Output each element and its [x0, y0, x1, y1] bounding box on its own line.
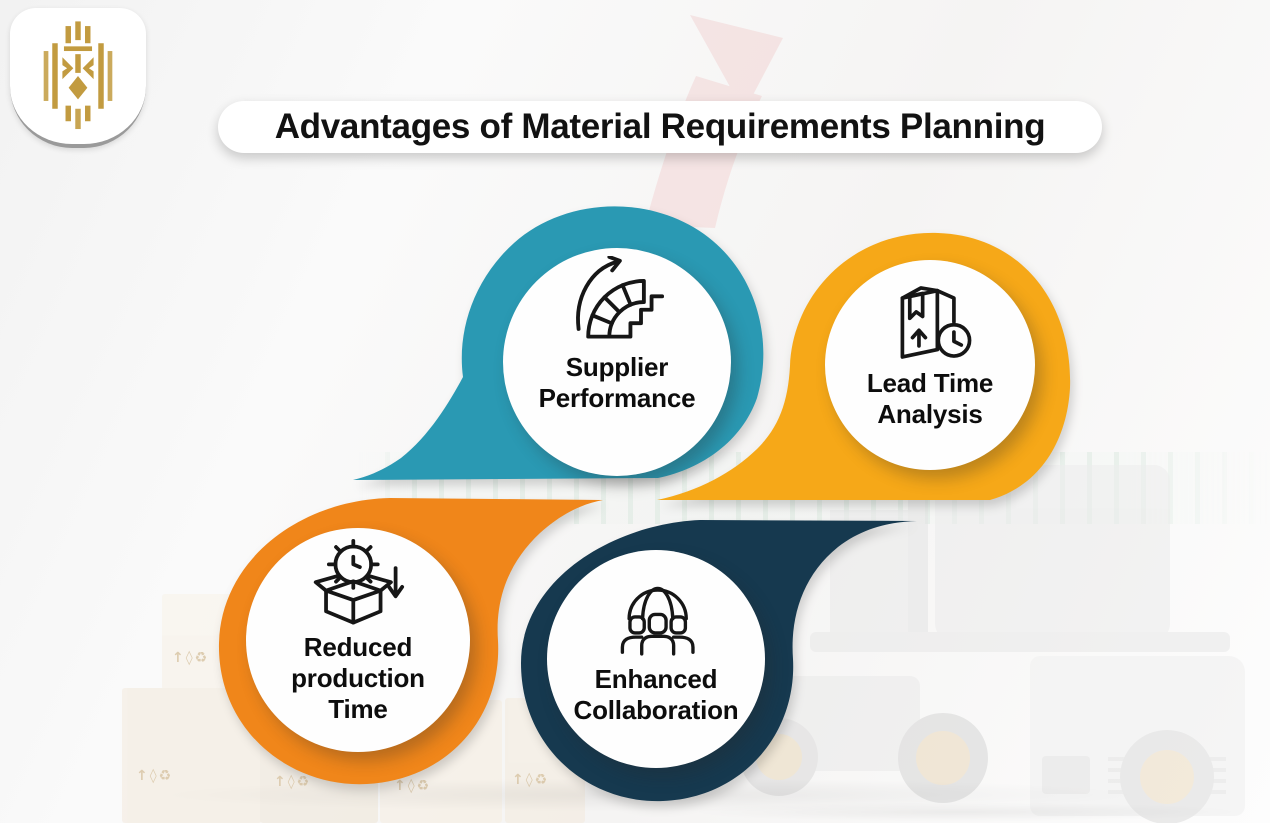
- package-clock-icon: [900, 286, 972, 360]
- shipping-marks: ↑◊♻: [136, 768, 174, 784]
- global-team-icon: [620, 587, 695, 656]
- enhanced-collaboration-label: Enhanced Collaboration: [573, 664, 739, 725]
- lead-time-analysis-label: Lead Time Analysis: [866, 368, 994, 429]
- shipping-marks: ↑◊♻: [274, 774, 311, 790]
- reduced-production-time-circle: Reduced production Time: [246, 528, 470, 752]
- reduced-production-time-label: Reduced production Time: [291, 632, 425, 724]
- truck-pillar: [908, 490, 928, 638]
- supplier-performance-circle: Supplier Performance: [503, 248, 731, 476]
- truck-wheel-middle: [898, 713, 988, 803]
- lead-time-analysis-circle: Lead Time Analysis: [825, 260, 1035, 470]
- truck-ground-shadow: [680, 802, 1240, 822]
- company-logo: [10, 8, 146, 148]
- truck-window: [1042, 756, 1090, 794]
- shipping-marks: ↑◊♻: [172, 650, 210, 666]
- box-gear-clock-icon: [313, 539, 405, 625]
- shipping-marks: ↑◊♻: [512, 772, 549, 788]
- truck-deck: [810, 632, 1230, 652]
- supplier-performance-label: Supplier Performance: [538, 352, 696, 413]
- title-banner: Advantages of Material Requirements Plan…: [218, 101, 1102, 153]
- enhanced-collaboration-circle: Enhanced Collaboration: [547, 550, 765, 768]
- page-title: Advantages of Material Requirements Plan…: [274, 107, 1046, 146]
- growth-staircase-icon: [576, 256, 665, 339]
- logo-emblem-icon: [43, 21, 113, 130]
- shipping-marks: ↑◊♻: [394, 778, 431, 794]
